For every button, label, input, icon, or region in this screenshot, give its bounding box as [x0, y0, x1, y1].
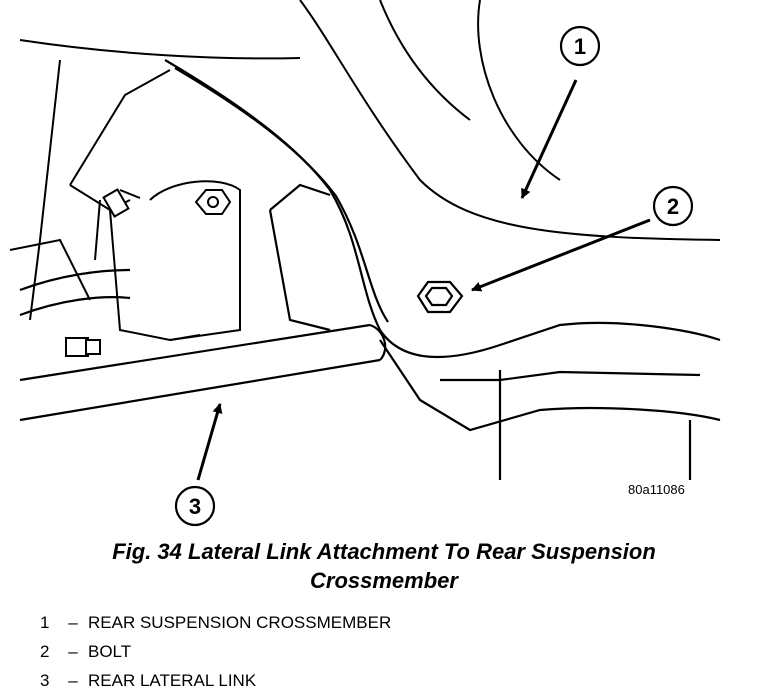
- bolt: [416, 280, 464, 314]
- caption-line-1: Fig. 34 Lateral Link Attachment To Rear …: [112, 539, 656, 564]
- callout-2-arrow: [471, 218, 651, 292]
- legend: 1–REAR SUSPENSION CROSSMEMBER 2–BOLT 3–R…: [40, 608, 391, 695]
- legend-item: 1–REAR SUSPENSION CROSSMEMBER: [40, 608, 391, 637]
- figure-caption: Fig. 34 Lateral Link Attachment To Rear …: [0, 537, 768, 595]
- figure-code: 80a11086: [628, 482, 685, 497]
- callout-1-arrow: [520, 79, 578, 199]
- legend-number: 2: [40, 642, 50, 661]
- body-panel: [9, 0, 721, 321]
- legend-number: 1: [40, 613, 50, 632]
- legend-item: 2–BOLT: [40, 637, 391, 666]
- legend-number: 3: [40, 671, 50, 690]
- rear-lateral-link: [19, 268, 387, 422]
- technical-illustration: 1 2 3: [9, 0, 721, 527]
- link-stud: [65, 337, 101, 357]
- legend-label: REAR SUSPENSION CROSSMEMBER: [88, 613, 392, 632]
- legend-label: BOLT: [88, 642, 132, 661]
- caption-line-2: Crossmember: [310, 568, 458, 593]
- legend-dash: –: [68, 671, 78, 690]
- legend-dash: –: [68, 613, 78, 632]
- callout-1-number: 1: [574, 34, 586, 59]
- legend-label: REAR LATERAL LINK: [88, 671, 257, 690]
- bracket-bolt: [102, 188, 232, 218]
- legend-item: 3–REAR LATERAL LINK: [40, 666, 391, 695]
- callout-1: 1: [520, 25, 601, 199]
- legend-dash: –: [68, 642, 78, 661]
- callout-3-arrow: [196, 403, 223, 481]
- callout-3-number: 3: [189, 494, 201, 519]
- callout-2: 2: [471, 185, 694, 292]
- rear-suspension-crossmember: [164, 59, 721, 480]
- callout-2-number: 2: [667, 194, 679, 219]
- callout-3: 3: [174, 403, 223, 527]
